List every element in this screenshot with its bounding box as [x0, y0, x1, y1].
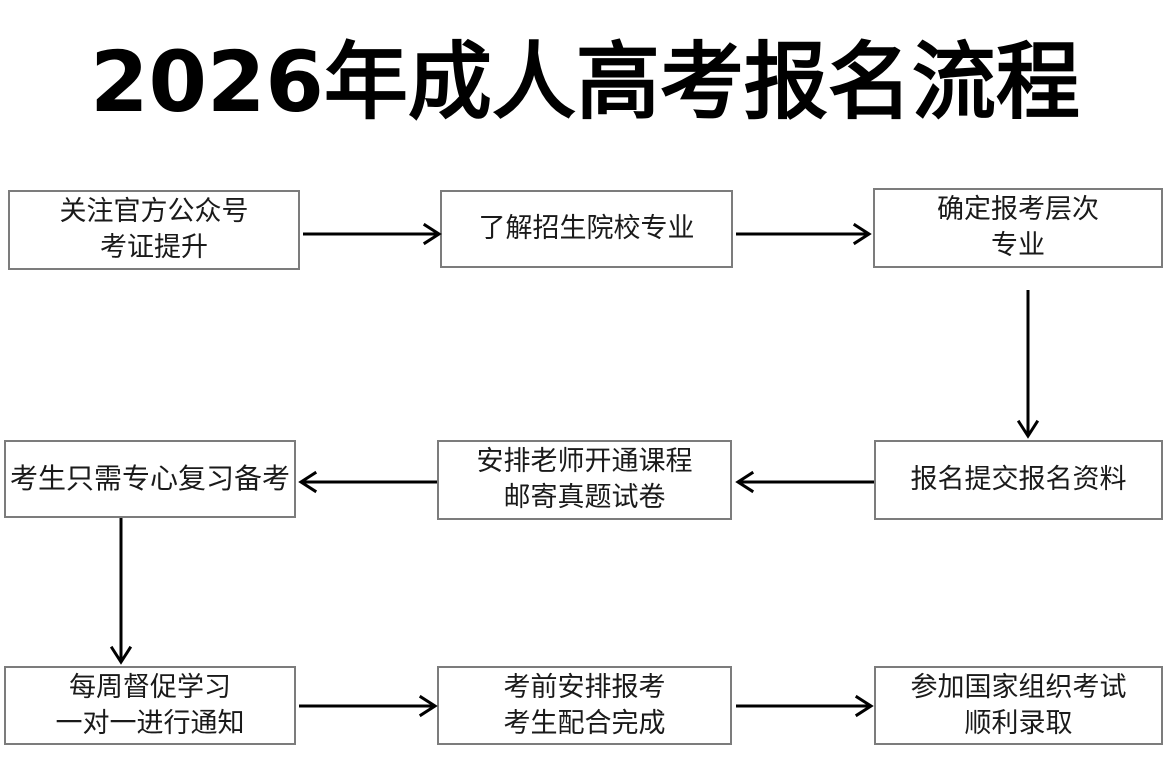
flow-node-teacher-course-mail-papers[interactable]: 安排老师开通课程 邮寄真题试卷	[437, 440, 732, 520]
node-line-2: 邮寄真题试卷	[503, 482, 666, 513]
node-line-1: 考生只需专心复习备考	[9, 462, 290, 495]
flow-node-weekly-supervision[interactable]: 每周督促学习 一对一进行通知	[4, 666, 296, 745]
arrow-n7-to-n8	[299, 694, 439, 718]
node-line-1: 了解招生院校专业	[478, 213, 695, 244]
node-line-2: 考生配合完成	[503, 707, 666, 739]
arrow-n1-to-n2	[303, 222, 443, 246]
node-line-1: 安排老师开通课程	[476, 446, 693, 477]
flow-node-submit-application-materials[interactable]: 报名提交报名资料	[874, 440, 1163, 520]
flow-node-student-focus-review[interactable]: 考生只需专心复习备考	[4, 440, 296, 518]
node-line-1: 每周督促学习	[69, 671, 231, 703]
flow-node-national-exam-admission[interactable]: 参加国家组织考试 顺利录取	[874, 666, 1163, 745]
arrow-n5-to-n4	[298, 470, 439, 494]
arrow-n8-to-n9	[736, 694, 876, 718]
node-line-2: 一对一进行通知	[55, 707, 245, 739]
node-line-2: 顺利录取	[964, 707, 1073, 739]
arrow-n3-to-n6	[1012, 290, 1044, 440]
flow-node-pre-exam-registration[interactable]: 考前安排报考 考生配合完成	[437, 666, 732, 745]
arrow-n6-to-n5	[735, 470, 876, 494]
node-line-1: 报名提交报名资料	[910, 464, 1127, 495]
arrow-n2-to-n3	[736, 222, 876, 246]
page-title: 2026年成人高考报名流程	[90, 33, 1080, 131]
node-line-1: 参加国家组织考试	[910, 671, 1127, 703]
node-line-1: 确定报考层次	[937, 194, 1099, 225]
node-line-1: 考前安排报考	[503, 671, 666, 703]
node-line-2: 专业	[991, 230, 1045, 261]
node-line-2: 考证提升	[100, 232, 208, 263]
flow-node-confirm-level-major[interactable]: 确定报考层次 专业	[873, 188, 1163, 268]
arrow-n4-to-n7	[105, 518, 137, 668]
flow-node-follow-official-account[interactable]: 关注官方公众号 考证提升	[8, 190, 300, 270]
flow-node-learn-schools-majors[interactable]: 了解招生院校专业	[440, 190, 733, 268]
node-line-1: 关注官方公众号	[59, 196, 249, 227]
